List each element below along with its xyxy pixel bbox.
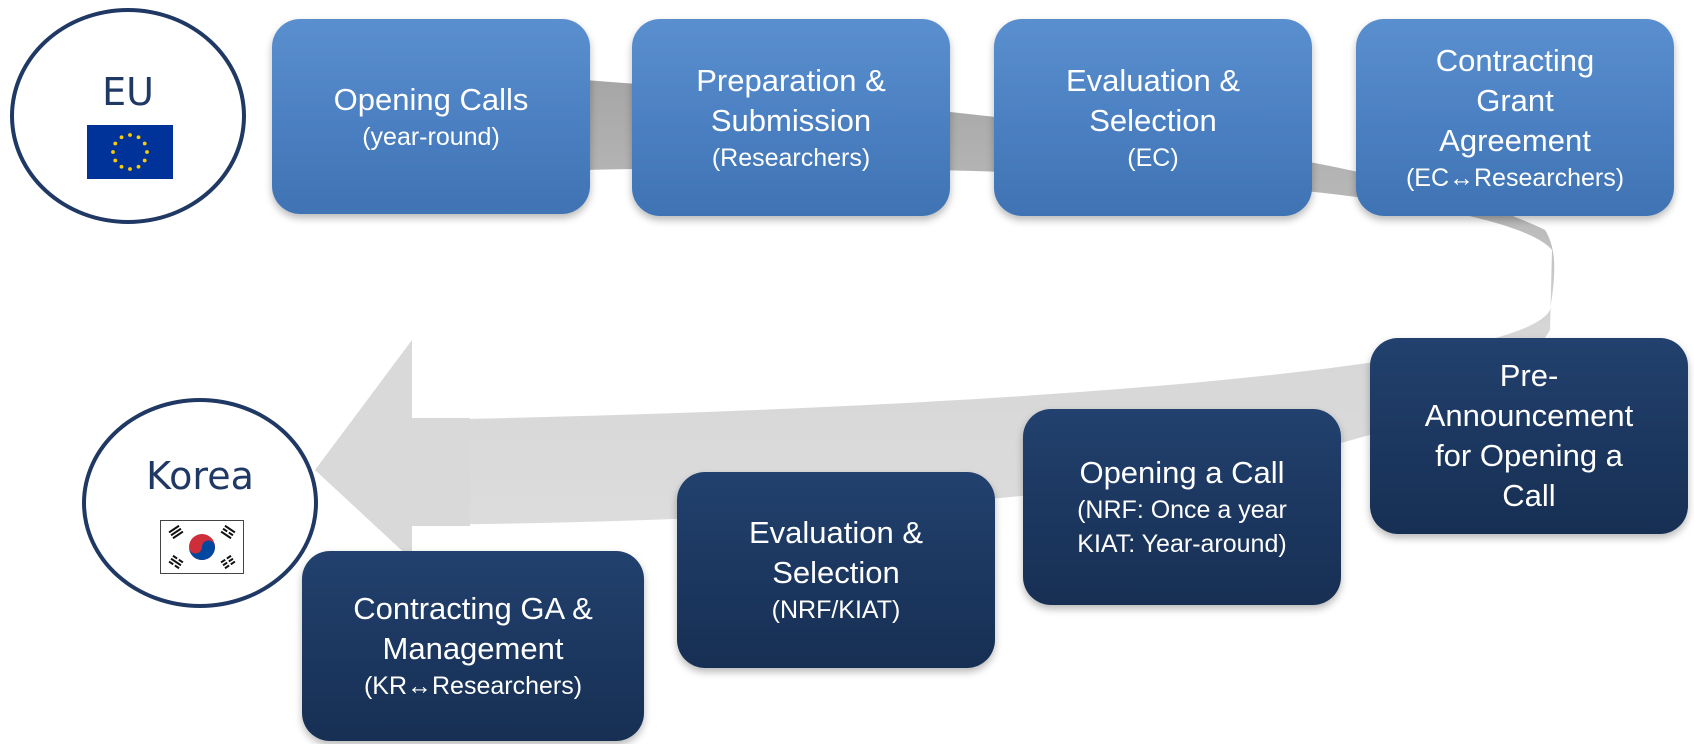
eu-flag-star: [145, 150, 149, 154]
step-title-line: Grant: [1476, 82, 1554, 118]
eu-flag-star: [111, 150, 115, 154]
step-title-line: Pre-: [1499, 358, 1559, 393]
eu-step-preparation-submission: Preparation & Submission (Researchers): [632, 19, 950, 216]
eu-flag-star: [136, 164, 141, 169]
step-detail-line: (NRF: Once a year: [1077, 496, 1287, 524]
step-title-line: Submission: [710, 102, 872, 138]
step-detail-line: (NRF/KIAT): [771, 596, 901, 624]
eu-flag-star: [113, 141, 118, 146]
step-detail-line: (Researchers): [711, 143, 871, 172]
eu-flag-star: [128, 167, 132, 171]
flow-arrowhead: [315, 340, 412, 560]
step-title-line: Selection: [772, 555, 900, 590]
eu-flag-star: [142, 158, 147, 163]
korea-step-evaluation-selection: Evaluation & Selection (NRF/KIAT): [677, 472, 995, 668]
korea-circle: Korea: [82, 398, 318, 608]
eu-label: EU: [102, 70, 154, 114]
eu-flag-star: [128, 133, 132, 137]
step-title-line: Opening Calls: [333, 81, 529, 117]
step-detail-line: (KR↔Researchers): [363, 672, 583, 700]
korea-label: Korea: [146, 454, 254, 498]
step-detail-line: KIAT: Year-around): [1077, 530, 1287, 558]
step-title-line: Evaluation &: [1065, 62, 1241, 98]
eu-step-opening-calls: Opening Calls (year-round): [272, 19, 590, 214]
step-title-line: Contracting GA &: [353, 591, 593, 626]
step-title-line: for Opening a: [1435, 438, 1623, 473]
eu-flag-star: [119, 164, 124, 169]
korea-step-pre-announcement: Pre- Announcement for Opening a Call: [1370, 338, 1688, 534]
step-title-line: Announcement: [1424, 398, 1634, 433]
eu-flag-star: [142, 141, 147, 146]
step-title-line: Management: [382, 631, 564, 666]
eu-circle: EU: [10, 8, 246, 224]
eu-flag-star: [136, 135, 141, 140]
step-title-line: Evaluation &: [748, 515, 924, 550]
step-title-line: Preparation &: [696, 62, 886, 98]
step-detail-line: (EC): [1127, 143, 1179, 172]
step-title-line: Contracting: [1435, 42, 1595, 78]
eu-step-contracting-grant-agreement: Contracting Grant Agreement (EC↔Research…: [1356, 19, 1674, 216]
step-title-line: Call: [1502, 478, 1556, 513]
step-title-line: Agreement: [1439, 122, 1591, 158]
korea-step-opening-a-call: Opening a Call (NRF: Once a year KIAT: Y…: [1023, 409, 1341, 605]
eu-flag-star: [113, 158, 118, 163]
eu-flag-star: [119, 135, 124, 140]
korea-flag-icon: [160, 520, 244, 574]
korea-step-contracting-management: Contracting GA & Management (KR↔Research…: [302, 551, 644, 741]
step-title-line: Selection: [1089, 102, 1217, 138]
eu-flag-icon: [87, 125, 173, 179]
eu-step-evaluation-selection: Evaluation & Selection (EC): [994, 19, 1312, 216]
step-detail-line: (year-round): [362, 122, 500, 151]
step-title-line: Opening a Call: [1079, 455, 1285, 490]
step-detail-line: (EC↔Researchers): [1405, 163, 1625, 192]
